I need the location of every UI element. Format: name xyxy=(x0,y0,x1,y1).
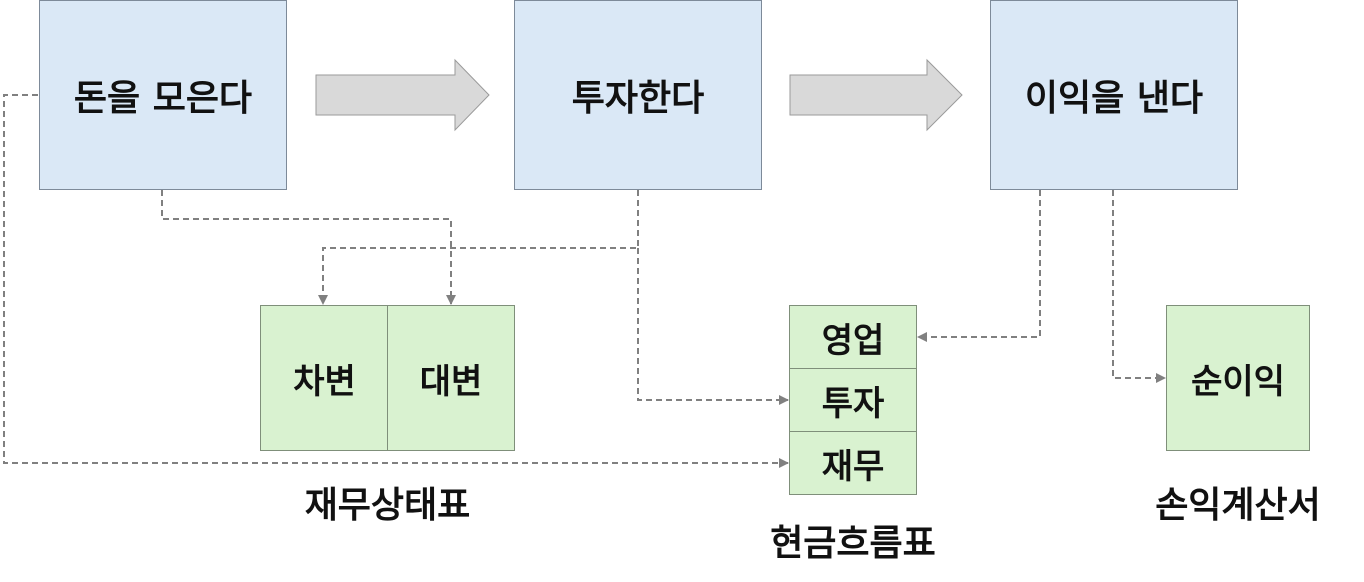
cash-flow-operating: 영업 xyxy=(789,305,917,369)
flow-arrow-collect-to-invest xyxy=(315,58,490,132)
step-invest: 투자한다 xyxy=(514,0,762,190)
credit-label: 대변 xyxy=(419,361,483,402)
investing-label: 투자 xyxy=(821,383,885,424)
connector-invest-to-debit xyxy=(318,190,639,305)
operating-label: 영업 xyxy=(821,320,885,361)
balance-sheet-caption: 재무상태표 xyxy=(304,485,471,526)
connector-collect-to-credit xyxy=(161,190,456,305)
income-statement-caption: 손익계산서 xyxy=(1155,485,1321,526)
income-statement-net-income: 순이익 xyxy=(1166,305,1310,451)
cash-flow-caption: 현금흐름표 xyxy=(770,523,936,564)
financing-label: 재무 xyxy=(821,446,885,487)
connector-profit-to-operating xyxy=(917,190,1041,342)
net-income-label: 순이익 xyxy=(1191,361,1285,402)
connector-collect-to-financing xyxy=(3,94,789,468)
step-invest-label: 투자한다 xyxy=(571,78,705,119)
debit-label: 차변 xyxy=(293,361,356,402)
cash-flow-investing: 투자 xyxy=(789,368,917,432)
step-collect-money-label: 돈을 모은다 xyxy=(73,78,253,119)
connector-invest-to-investing xyxy=(637,248,789,405)
connector-profit-to-net-income xyxy=(1112,190,1166,383)
cash-flow-financing: 재무 xyxy=(789,431,917,495)
step-make-profit-label: 이익을 낸다 xyxy=(1024,78,1204,119)
step-make-profit: 이익을 낸다 xyxy=(990,0,1238,190)
balance-sheet-credit: 대변 xyxy=(387,305,515,451)
step-collect-money: 돈을 모은다 xyxy=(39,0,287,190)
balance-sheet-debit: 차변 xyxy=(260,305,389,451)
flow-arrow-invest-to-profit xyxy=(789,58,963,132)
